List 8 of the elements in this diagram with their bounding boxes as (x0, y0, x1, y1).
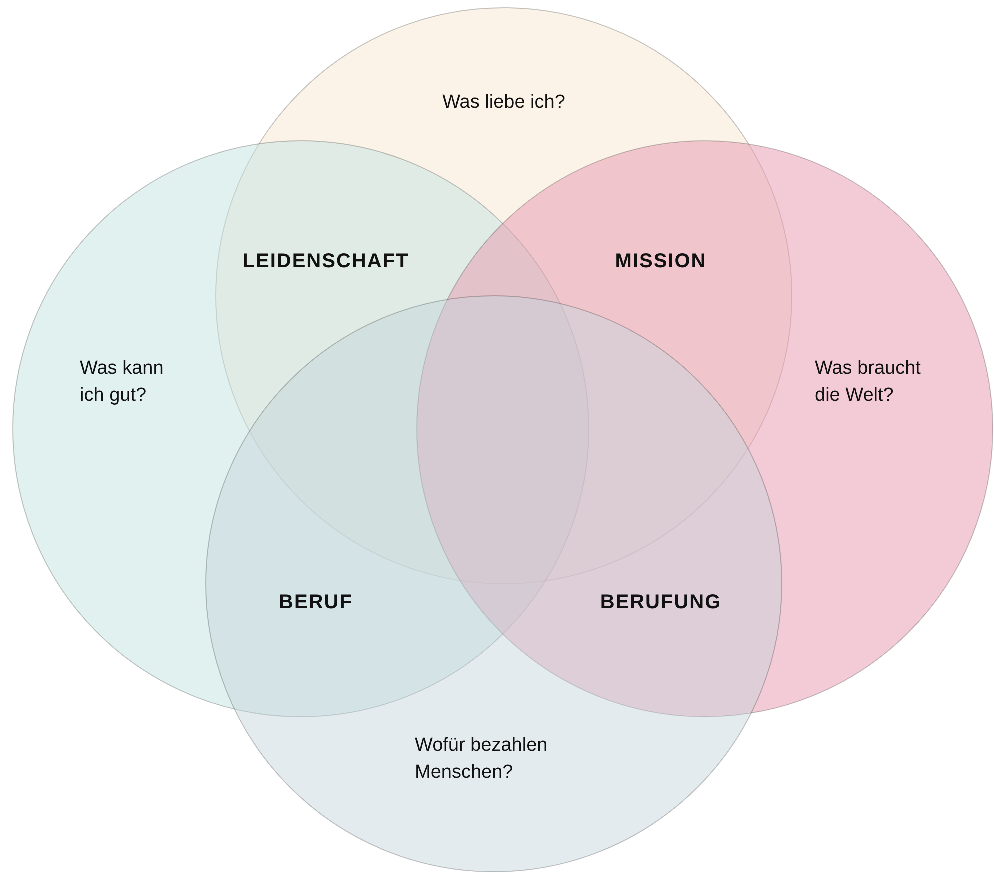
overlap-label: LEIDENSCHAFT (242, 250, 410, 274)
question-text: Wofür bezahlen Menschen? (415, 734, 549, 785)
question-text: Was braucht die Welt? (815, 357, 922, 408)
overlap-label: MISSION (615, 250, 707, 274)
question-text: Was kann ich gut? (80, 357, 165, 408)
question-text: Was liebe ich? (442, 91, 566, 115)
overlap-label: BERUF (279, 592, 353, 614)
overlap-label: BERUFUNG (600, 592, 722, 614)
